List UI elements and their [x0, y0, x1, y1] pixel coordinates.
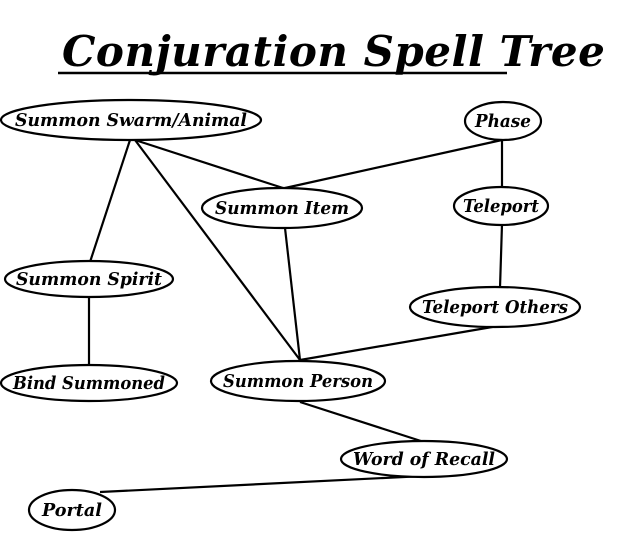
node-label: Bind Summoned — [12, 373, 165, 394]
node-summon-spirit: Summon Spirit — [3, 259, 175, 299]
node-ellipse — [452, 185, 550, 227]
node-ellipse — [27, 488, 117, 532]
node-ellipse — [408, 285, 582, 329]
edge-teleport-others — [498, 223, 504, 289]
node-teleport-others: Teleport Others — [408, 285, 582, 329]
node-phase: Phase — [463, 100, 543, 142]
edge-recall-portal — [99, 474, 425, 494]
edge-swarm-person — [134, 139, 301, 361]
node-ellipse — [209, 359, 387, 403]
node-portal: Portal — [27, 488, 117, 532]
node-ellipse — [0, 363, 179, 403]
node-summon-item: Summon Item — [200, 186, 364, 230]
diagram-title: Conjuration Spell Tree — [62, 27, 605, 76]
node-label: Word of Recall — [353, 449, 495, 470]
edge-swarm-spirit — [88, 139, 132, 263]
node-label: Teleport Others — [422, 297, 568, 318]
edge-person-recall — [299, 400, 425, 444]
node-ellipse — [463, 100, 543, 142]
edge-phase-item — [284, 138, 503, 190]
node-bind-summoned: Bind Summoned — [0, 363, 179, 403]
node-label: Summon Spirit — [16, 269, 163, 290]
node-label: Portal — [41, 500, 102, 521]
node-word-of-recall: Word of Recall — [339, 439, 509, 479]
node-label: Summon Swarm/Animal — [15, 110, 247, 131]
edge-item-person — [283, 227, 302, 361]
node-ellipse — [339, 439, 509, 479]
node-summon-person: Summon Person — [209, 359, 387, 403]
node-teleport: Teleport — [452, 185, 550, 227]
node-label: Summon Item — [215, 198, 349, 219]
edge-others-person — [299, 324, 499, 362]
node-ellipse — [3, 259, 175, 299]
node-label: Teleport — [463, 196, 540, 217]
node-label: Phase — [474, 111, 531, 132]
node-ellipse — [200, 186, 364, 230]
edge-swarm-item — [134, 138, 284, 190]
edge-layer — [87, 138, 504, 494]
node-label: Summon Person — [223, 371, 373, 392]
node-ellipse — [0, 98, 263, 142]
node-summon-swarm-animal: Summon Swarm/Animal — [0, 98, 263, 142]
